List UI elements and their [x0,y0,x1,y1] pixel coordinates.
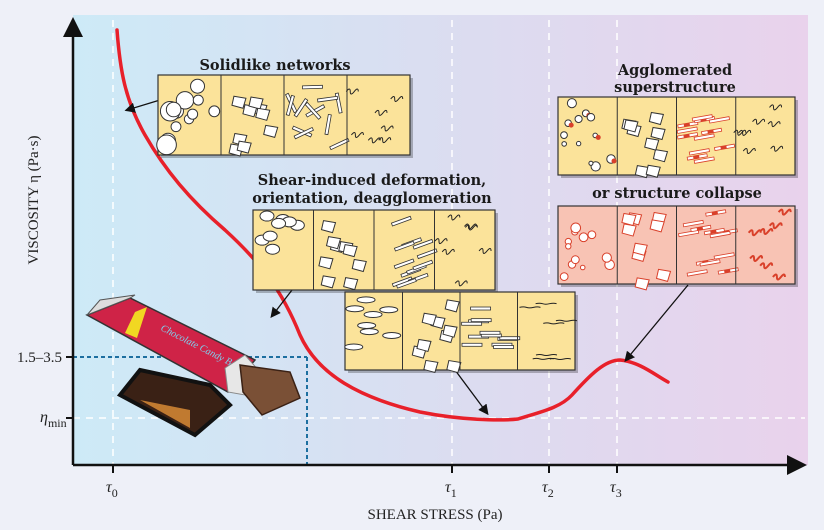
structure-cell-ovals-flat [344,296,402,351]
wrapper-stripe [125,307,147,338]
structure-panels [156,74,798,374]
label-agglo-2: superstructure [614,79,736,96]
panel-collapse [557,205,798,291]
structure-cell-shards [411,299,462,374]
panel-solidlike [156,74,413,158]
structure-cell-rods-flat [461,306,521,349]
label-collapse: or structure collapse [592,185,762,202]
x-axis-label: SHEAR STRESS (Pa) [367,507,502,523]
arrow-collapse [624,284,689,363]
y-axis-label: VISCOSITY η (Pa·s) [26,136,42,265]
panel-orientation [344,291,578,374]
structure-cell-shards [318,220,367,291]
structure-cell-circles-red [559,222,615,281]
arrow-orientation [454,369,489,416]
panel-shear-deformation [252,209,498,293]
structure-cell-ovals [254,210,305,255]
label-solidlike: Solidlike networks [199,57,350,74]
structure-cell-rods-red [678,209,739,277]
structure-cell-circles-small [560,98,617,172]
structure-cell-squiggle [733,104,784,155]
x-tick-tau3: τ3 [610,479,622,500]
structure-cell-rods-aligned [390,215,438,289]
panel-agglomerated [557,96,798,179]
label-shear-1: Shear-induced deformation, [258,172,486,189]
y-tick-eta-min: ηmin [40,409,67,430]
chocolate-chunk [116,367,233,438]
pointer-arrows [124,99,689,416]
structure-cell-shards-white [621,211,672,291]
structure-cell-shards [621,111,669,179]
dotted-guides [73,356,308,465]
arrow-solidlike [124,99,161,113]
structure-cell-circles [156,78,221,156]
structure-cell-lines [519,302,578,361]
structure-cell-shards [228,95,279,157]
bitten-bar [239,364,301,416]
viscosity-curve [115,28,670,422]
structure-cell-rods-red [676,114,736,164]
structure-cell-squiggle [434,214,492,287]
y-tick-range: 1.5–3.5 [17,350,62,366]
label-shear-2: orientation, deagglomeration [252,190,492,207]
structure-cell-squiggle [345,88,404,144]
x-tick-tau2: τ2 [542,479,554,500]
label-agglo-1: Agglomerated [617,62,732,79]
x-tick-tau1: τ1 [445,479,457,500]
structure-cell-rods [285,84,350,151]
x-tick-tau0: τ0 [106,479,118,500]
arrow-shear [270,289,293,319]
structure-cell-squiggle-red [747,208,792,281]
